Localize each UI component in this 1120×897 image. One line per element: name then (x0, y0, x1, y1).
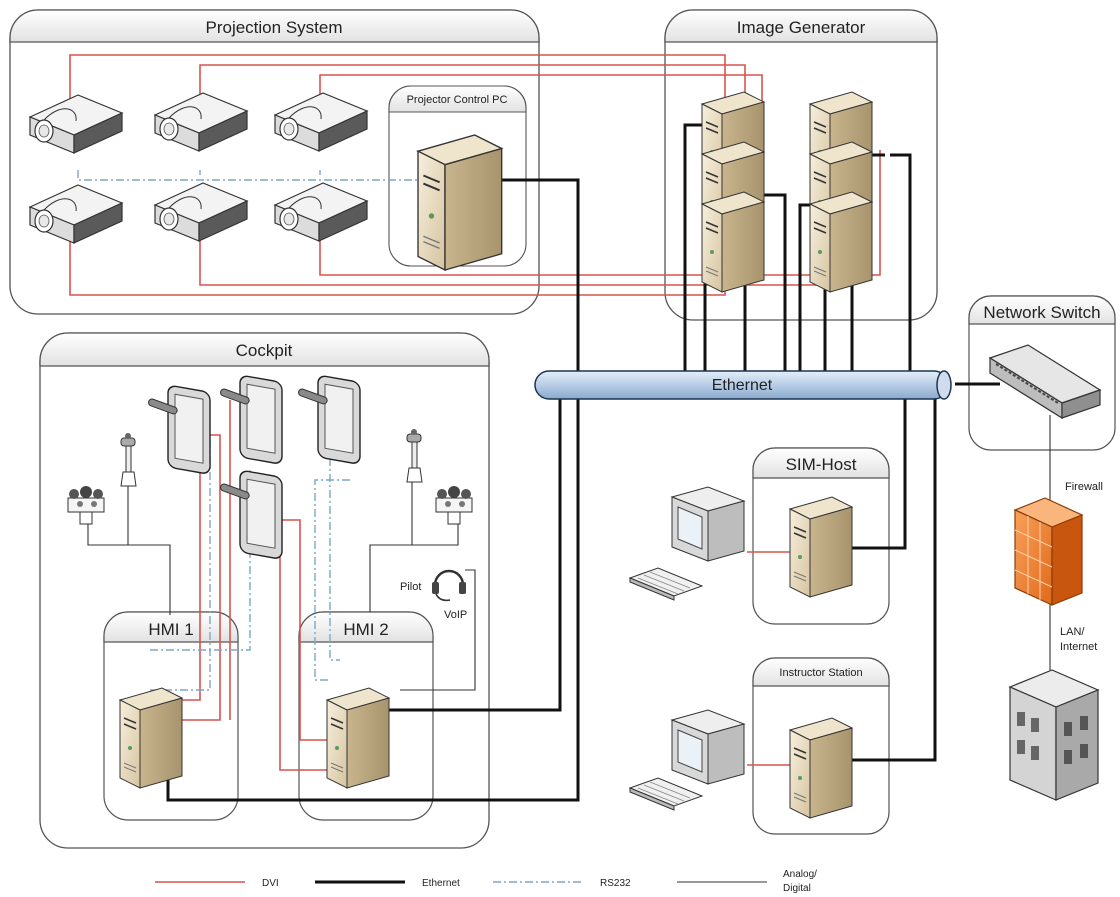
cockpit-title: Cockpit (236, 341, 293, 360)
server-tower-icon (789, 717, 853, 819)
hmi1-title: HMI 1 (148, 620, 193, 639)
headset-icon (432, 569, 466, 602)
firewall-label: Firewall (1065, 481, 1103, 493)
voip-label: VoIP (444, 609, 467, 621)
legend-dvi: DVI (262, 878, 279, 889)
legend-rs232: RS232 (600, 878, 631, 889)
building-icon (1008, 669, 1100, 801)
legend-analog-line2: Digital (783, 883, 811, 894)
projector-control-pc-title: Projector Control PC (407, 94, 508, 106)
firewall-icon (1013, 497, 1084, 606)
keyboard-icon (629, 567, 703, 601)
lan-label-line1: LAN/ (1060, 626, 1085, 638)
instructor-station-title: Instructor Station (779, 667, 862, 679)
image-generator-title: Image Generator (737, 18, 866, 37)
hmi2-title: HMI 2 (343, 620, 388, 639)
network-switch-title: Network Switch (983, 303, 1100, 322)
server-tower-icon (809, 191, 873, 293)
network-switch-icon (988, 344, 1102, 420)
monitor-icon (671, 709, 745, 785)
server-tower-icon (326, 687, 390, 789)
keyboard-icon (629, 777, 703, 811)
server-tower-icon (789, 496, 853, 598)
analog-cables (87, 415, 1051, 691)
pilot-label: Pilot (400, 581, 421, 593)
server-tower-icon (119, 687, 183, 789)
server-tower-icon (701, 191, 765, 293)
ethernet-bus-label: Ethernet (712, 377, 773, 394)
legend: DVI Ethernet RS232 Analog/ Digital (155, 869, 817, 894)
ethernet-bus: Ethernet (534, 370, 952, 400)
sim-host-title: SIM-Host (786, 455, 857, 474)
sim-host-group: SIM-Host (752, 447, 890, 625)
monitor-icon (671, 486, 745, 562)
projection-system-title: Projection System (206, 18, 343, 37)
legend-analog-line1: Analog/ (783, 869, 817, 880)
lan-label-line2: Internet (1060, 641, 1097, 653)
legend-ethernet: Ethernet (422, 878, 460, 889)
server-tower-icon (416, 133, 503, 272)
